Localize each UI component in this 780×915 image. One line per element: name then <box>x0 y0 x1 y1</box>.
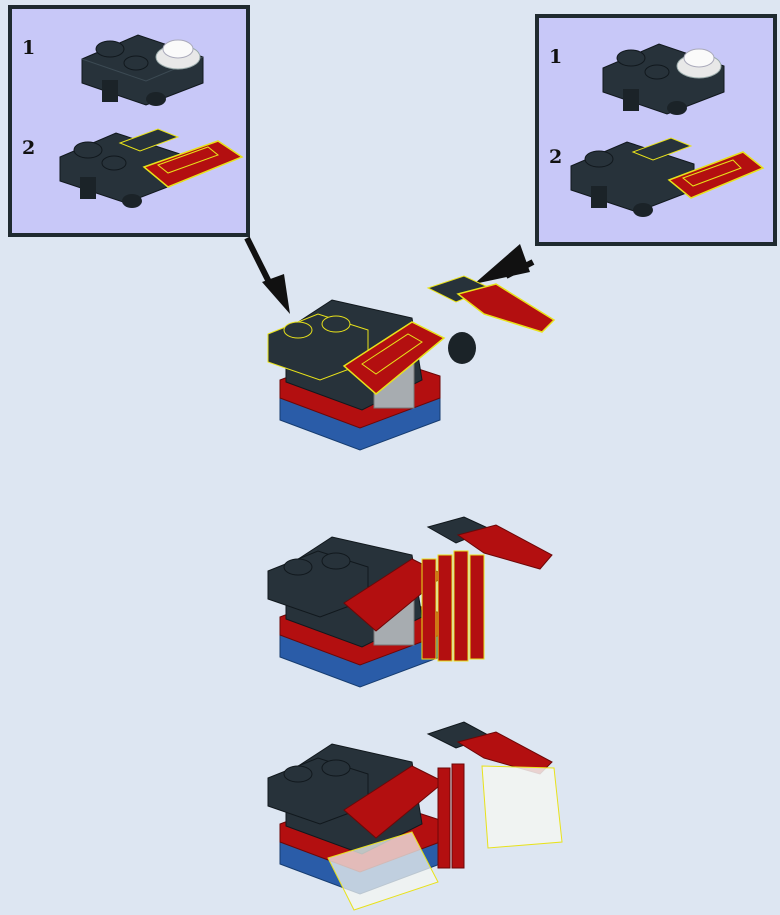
callout-box-right: 1 2 <box>535 14 777 246</box>
callout-right-illustration <box>570 43 765 217</box>
main-model-step-attach-wings <box>267 275 556 451</box>
main-model-step-tiles <box>267 516 553 688</box>
callout-box-left: 1 2 <box>8 5 250 237</box>
plate-with-tile-model <box>59 128 244 208</box>
callout-left-illustration <box>59 34 244 208</box>
plate-with-clip-model <box>602 43 725 115</box>
callout-step-number: 1 <box>549 46 563 68</box>
plate-with-tile-model <box>570 137 765 217</box>
main-model-step-windscreen <box>267 721 563 911</box>
plate-with-clip-model <box>81 34 204 106</box>
callout-step-number: 2 <box>22 137 36 159</box>
callout-step-number: 1 <box>22 37 36 59</box>
callout-step-number: 2 <box>549 146 563 168</box>
